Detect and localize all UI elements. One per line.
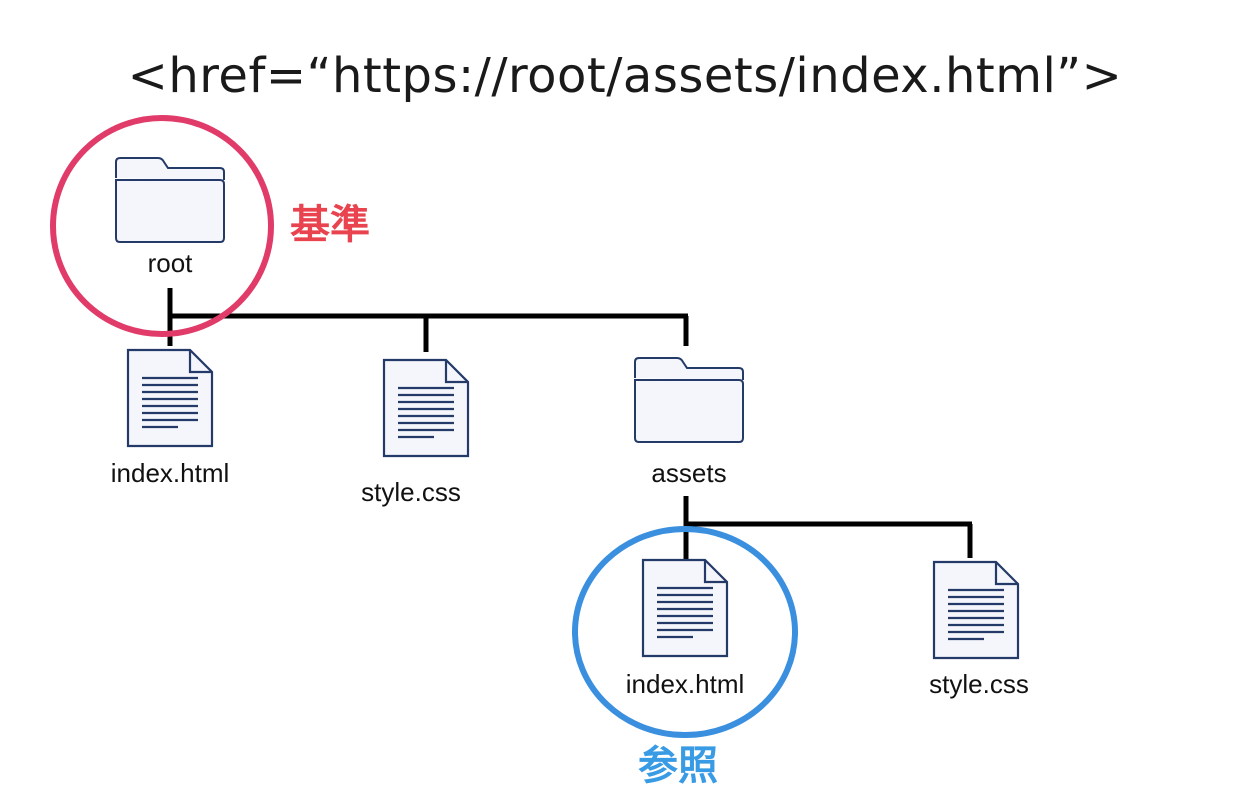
node-label-assets-style: style.css [929,669,1029,699]
document-icon [932,560,1020,660]
reference-highlight-circle [572,526,798,738]
node-label-assets-index: index.html [625,669,745,699]
base-annotation: 基準 [290,202,370,248]
node-label-assets: assets [651,458,727,488]
folder-icon [634,357,744,443]
base-highlight-circle [50,115,274,337]
document-icon [641,558,729,658]
tree-connectors [167,288,973,560]
node-label-root: root [147,248,193,278]
node-label-root-style: style.css [361,477,461,507]
document-icon [126,348,214,448]
reference-annotation: 参照 [638,743,718,789]
document-icon [382,358,470,458]
node-label-root-index: index.html [110,458,230,488]
page-title: <href=“https://root/assets/index.html”> [127,48,1123,104]
folder-icon [115,157,225,243]
